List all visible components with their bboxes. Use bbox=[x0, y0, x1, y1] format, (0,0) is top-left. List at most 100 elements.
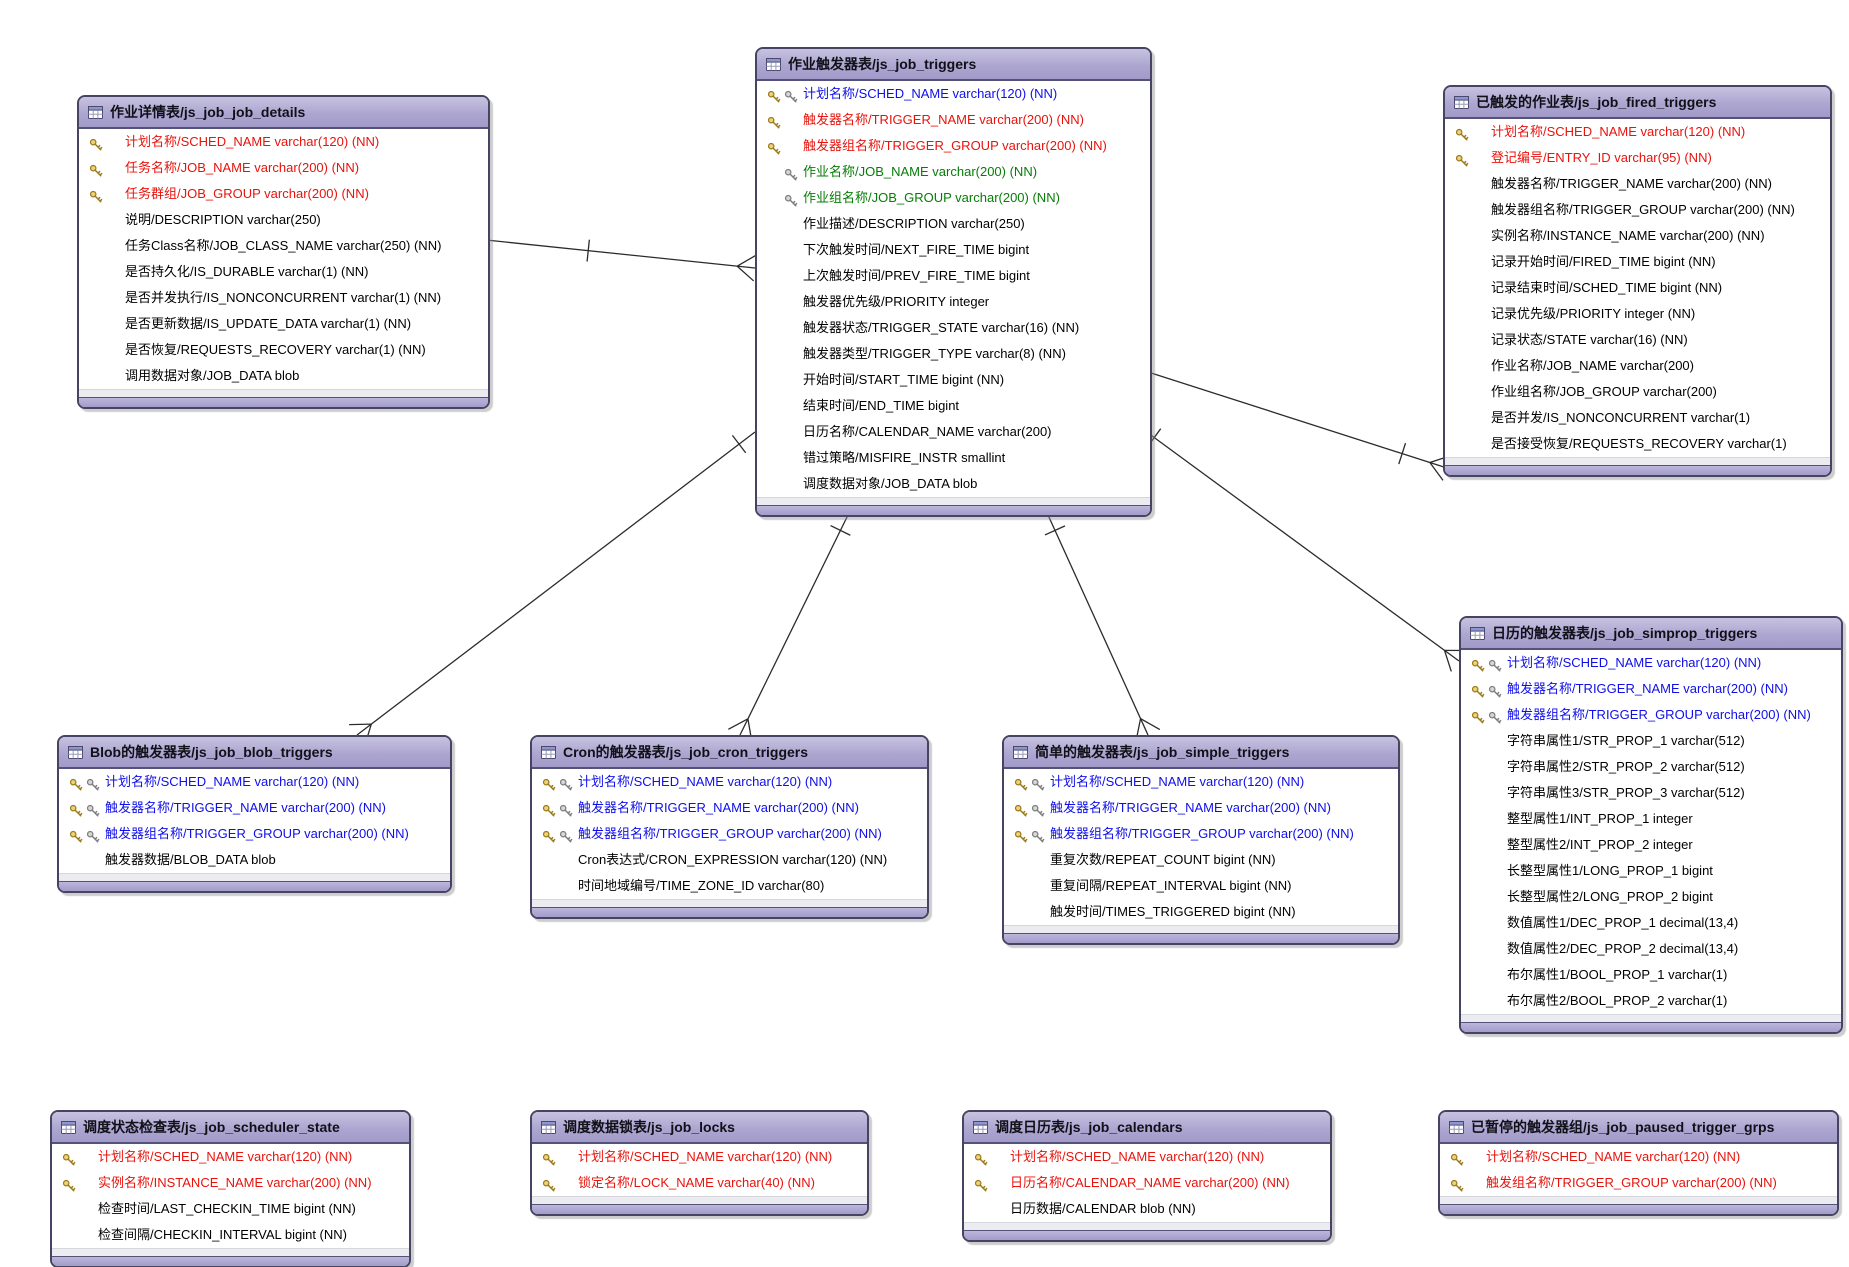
column-label: 整型属性2/INT_PROP_2 integer bbox=[1507, 837, 1693, 852]
column-row: 日历名称/CALENDAR_NAME varchar(200) (NN) bbox=[964, 1170, 1330, 1196]
column-row: 是否并发/IS_NONCONCURRENT varchar(1) bbox=[1445, 405, 1830, 431]
column-label: 字符串属性1/STR_PROP_1 varchar(512) bbox=[1507, 733, 1745, 748]
cardinality-tick bbox=[1044, 525, 1066, 536]
table-columns: 计划名称/SCHED_NAME varchar(120) (NN)触发器名称/T… bbox=[59, 769, 450, 873]
column-label: 触发器组名称/TRIGGER_GROUP varchar(200) (NN) bbox=[1050, 826, 1354, 841]
table-title: 调度数据锁表/js_job_locks bbox=[563, 1119, 735, 1135]
crow-foot-prong bbox=[736, 254, 757, 267]
column-row: 触发器数据/BLOB_DATA blob bbox=[59, 847, 450, 873]
column-row: 下次触发时间/NEXT_FIRE_TIME bigint bbox=[757, 237, 1150, 263]
column-label: 记录开始时间/FIRED_TIME bigint (NN) bbox=[1491, 254, 1716, 269]
column-label: 是否接受恢复/REQUESTS_RECOVERY varchar(1) bbox=[1491, 436, 1787, 451]
column-row: 作业描述/DESCRIPTION varchar(250) bbox=[757, 211, 1150, 237]
column-label: 字符串属性3/STR_PROP_3 varchar(512) bbox=[1507, 785, 1745, 800]
table-footer bbox=[532, 1196, 867, 1204]
column-row: 触发器名称/TRIGGER_NAME varchar(200) (NN) bbox=[532, 795, 927, 821]
table-header[interactable]: 简单的触发器表/js_job_simple_triggers bbox=[1004, 737, 1398, 769]
crow-foot-prong bbox=[349, 723, 372, 726]
column-label: 锁定名称/LOCK_NAME varchar(40) (NN) bbox=[578, 1175, 815, 1190]
column-label: 计划名称/SCHED_NAME varchar(120) (NN) bbox=[1507, 655, 1762, 670]
table-columns: 计划名称/SCHED_NAME varchar(120) (NN)触发组名称/T… bbox=[1440, 1144, 1837, 1196]
column-row: 触发器组名称/TRIGGER_GROUP varchar(200) (NN) bbox=[532, 821, 927, 847]
column-row: 检查时间/LAST_CHECKIN_TIME bigint (NN) bbox=[52, 1196, 409, 1222]
table-icon bbox=[68, 745, 83, 759]
foreign-key-icon bbox=[559, 827, 573, 843]
table-footer bbox=[52, 1248, 409, 1256]
primary-key-icon bbox=[1014, 801, 1028, 817]
table-header[interactable]: 调度状态检查表/js_job_scheduler_state bbox=[52, 1112, 409, 1144]
column-label: 任务群组/JOB_GROUP varchar(200) (NN) bbox=[125, 186, 369, 201]
column-row: 作业名称/JOB_NAME varchar(200) (NN) bbox=[757, 159, 1150, 185]
cardinality-tick bbox=[586, 239, 591, 262]
primary-key-icon bbox=[542, 1150, 556, 1166]
column-row: 计划名称/SCHED_NAME varchar(120) (NN) bbox=[1004, 769, 1398, 795]
table-js_job_locks[interactable]: 调度数据锁表/js_job_locks 计划名称/SCHED_NAME varch… bbox=[530, 1110, 869, 1216]
column-row: 记录优先级/PRIORITY integer (NN) bbox=[1445, 301, 1830, 327]
column-label: 实例名称/INSTANCE_NAME varchar(200) (NN) bbox=[1491, 228, 1765, 243]
table-footer bbox=[757, 497, 1150, 505]
column-label: 时间地域编号/TIME_ZONE_ID varchar(80) bbox=[578, 878, 825, 893]
foreign-key-icon bbox=[1488, 708, 1502, 724]
column-row: 是否持久化/IS_DURABLE varchar(1) (NN) bbox=[79, 259, 488, 285]
column-row: 任务群组/JOB_GROUP varchar(200) (NN) bbox=[79, 181, 488, 207]
column-label: 记录结束时间/SCHED_TIME bigint (NN) bbox=[1491, 280, 1723, 295]
table-columns: 计划名称/SCHED_NAME varchar(120) (NN)触发器名称/T… bbox=[1461, 650, 1841, 1014]
column-label: 结束时间/END_TIME bigint bbox=[803, 398, 960, 413]
column-row: 作业组名称/JOB_GROUP varchar(200) (NN) bbox=[757, 185, 1150, 211]
column-row: 整型属性1/INT_PROP_1 integer bbox=[1461, 806, 1841, 832]
column-row: 计划名称/SCHED_NAME varchar(120) (NN) bbox=[1461, 650, 1841, 676]
column-label: 触发器类型/TRIGGER_TYPE varchar(8) (NN) bbox=[803, 346, 1066, 361]
table-header[interactable]: 调度数据锁表/js_job_locks bbox=[532, 1112, 867, 1144]
column-label: 日历名称/CALENDAR_NAME varchar(200) bbox=[803, 424, 1052, 439]
column-row: 计划名称/SCHED_NAME varchar(120) (NN) bbox=[1445, 119, 1830, 145]
primary-key-icon bbox=[1471, 682, 1485, 698]
table-bottom-bar bbox=[79, 397, 488, 407]
column-row: 触发器状态/TRIGGER_STATE varchar(16) (NN) bbox=[757, 315, 1150, 341]
relationship-line bbox=[485, 239, 756, 269]
column-label: 检查时间/LAST_CHECKIN_TIME bigint (NN) bbox=[98, 1201, 356, 1216]
column-label: 计划名称/SCHED_NAME varchar(120) (NN) bbox=[578, 1149, 833, 1164]
table-columns: 计划名称/SCHED_NAME varchar(120) (NN)触发器名称/T… bbox=[1004, 769, 1398, 925]
column-label: 实例名称/INSTANCE_NAME varchar(200) (NN) bbox=[98, 1175, 372, 1190]
column-label: 触发时间/TIMES_TRIGGERED bigint (NN) bbox=[1050, 904, 1296, 919]
table-bottom-bar bbox=[1440, 1204, 1837, 1214]
table-title: Cron的触发器表/js_job_cron_triggers bbox=[563, 744, 809, 760]
table-header[interactable]: 已触发的作业表/js_job_fired_triggers bbox=[1445, 87, 1830, 119]
column-row: 整型属性2/INT_PROP_2 integer bbox=[1461, 832, 1841, 858]
table-columns: 计划名称/SCHED_NAME varchar(120) (NN) 锁定名称/LO… bbox=[532, 1144, 867, 1196]
table-header[interactable]: Cron的触发器表/js_job_cron_triggers bbox=[532, 737, 927, 769]
table-header[interactable]: Blob的触发器表/js_job_blob_triggers bbox=[59, 737, 450, 769]
table-js_job_job_details[interactable]: 作业详情表/js_job_job_details 计划名称/SCHED_NAME … bbox=[77, 95, 490, 409]
table-header[interactable]: 已暂停的触发器组/js_job_paused_trigger_grps bbox=[1440, 1112, 1837, 1144]
crow-foot-prong bbox=[1140, 718, 1161, 731]
table-header[interactable]: 作业详情表/js_job_job_details bbox=[79, 97, 488, 129]
column-label: 触发器组名称/TRIGGER_GROUP varchar(200) (NN) bbox=[105, 826, 409, 841]
column-row: 重复间隔/REPEAT_INTERVAL bigint (NN) bbox=[1004, 873, 1398, 899]
table-header[interactable]: 日历的触发器表/js_job_simprop_triggers bbox=[1461, 618, 1841, 650]
table-bottom-bar bbox=[532, 1204, 867, 1214]
column-row: 任务Class名称/JOB_CLASS_NAME varchar(250) (N… bbox=[79, 233, 488, 259]
column-label: 日历名称/CALENDAR_NAME varchar(200) (NN) bbox=[1010, 1175, 1290, 1190]
column-label: 日历数据/CALENDAR blob (NN) bbox=[1010, 1201, 1196, 1216]
relationship-line bbox=[739, 514, 849, 736]
cardinality-tick bbox=[1398, 442, 1407, 465]
table-header[interactable]: 作业触发器表/js_job_triggers bbox=[757, 49, 1150, 81]
column-row: 是否更新数据/IS_UPDATE_DATA varchar(1) (NN) bbox=[79, 311, 488, 337]
crow-foot-prong bbox=[1443, 650, 1452, 672]
table-header[interactable]: 调度日历表/js_job_calendars bbox=[964, 1112, 1330, 1144]
column-label: 检查间隔/CHECKIN_INTERVAL bigint (NN) bbox=[98, 1227, 347, 1242]
column-row: 实例名称/INSTANCE_NAME varchar(200) (NN) bbox=[52, 1170, 409, 1196]
column-label: 计划名称/SCHED_NAME varchar(120) (NN) bbox=[125, 134, 380, 149]
table-title: 作业触发器表/js_job_triggers bbox=[788, 56, 977, 72]
table-columns: 计划名称/SCHED_NAME varchar(120) (NN)实例名称/IN… bbox=[52, 1144, 409, 1248]
